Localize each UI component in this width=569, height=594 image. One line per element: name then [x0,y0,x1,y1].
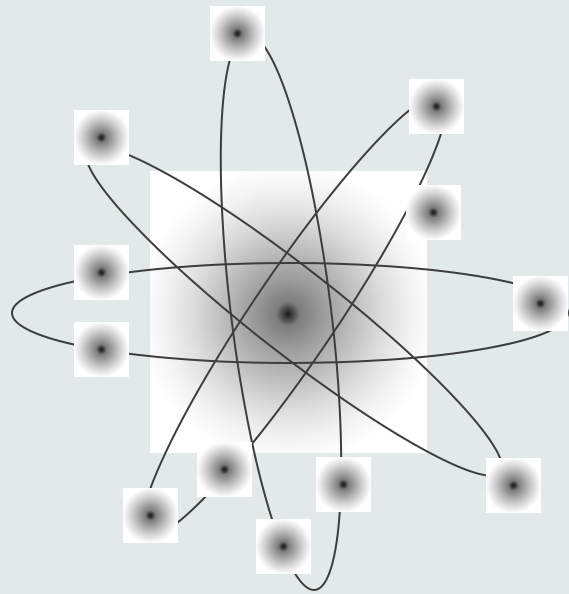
electron [197,442,252,497]
electron [74,245,129,300]
orbit-diagonal-up [111,73,477,559]
electron [406,185,461,240]
electron [210,6,265,61]
electron [74,322,129,377]
electron [316,457,371,512]
electron [513,276,568,331]
electron [409,79,464,134]
electron [486,458,541,513]
electron [74,110,129,165]
orbit-diagonal-down [62,117,527,506]
electron [123,488,178,543]
electron [256,519,311,574]
